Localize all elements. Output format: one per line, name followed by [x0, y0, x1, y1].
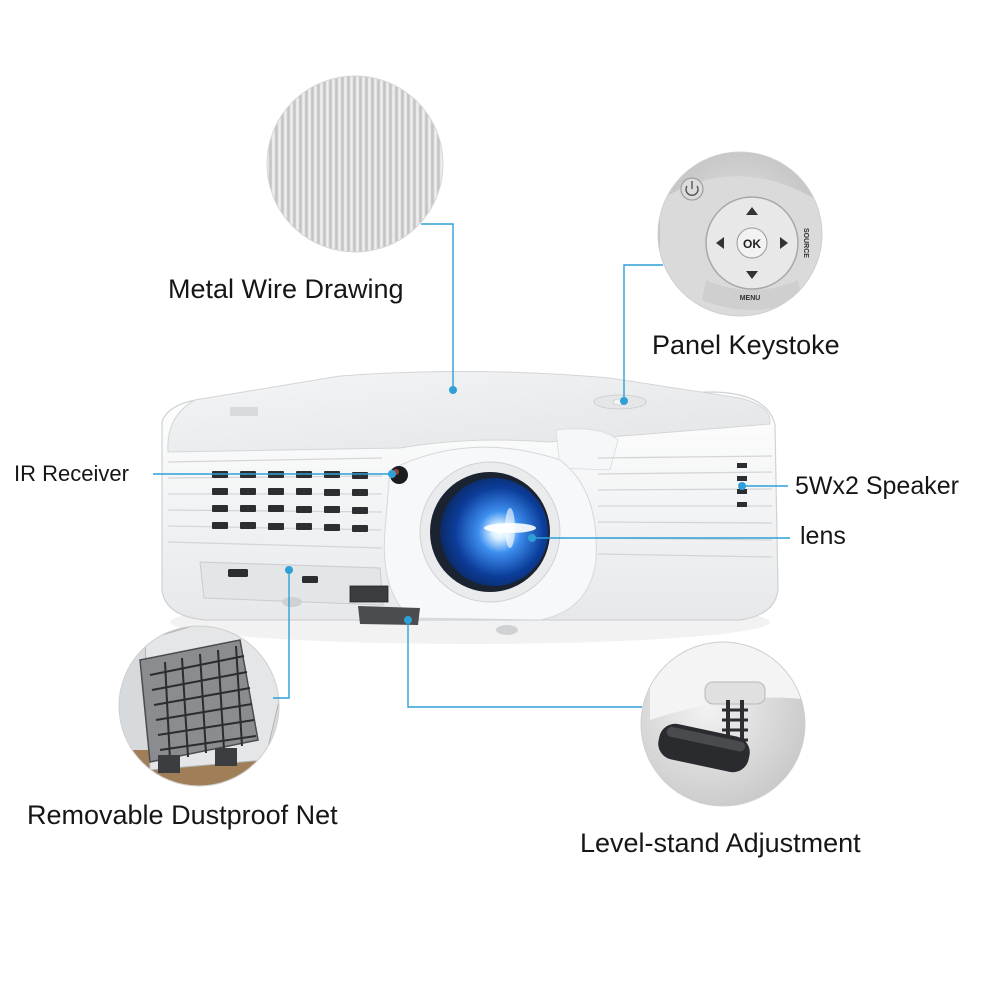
- metal-wire-label: Metal Wire Drawing: [168, 274, 404, 304]
- level-stand-detail: [640, 641, 806, 807]
- leader-lines: [153, 223, 790, 708]
- keypad-ok-text: OK: [743, 237, 761, 251]
- keypad-menu-text: MENU: [740, 295, 761, 302]
- lens: [440, 478, 548, 586]
- panel-keystone-label: Panel Keystoke: [652, 330, 840, 360]
- ir-receiver-label: IR Receiver: [14, 461, 129, 486]
- keypad-source-text: SOURCE: [802, 228, 809, 258]
- projector-top: [167, 370, 771, 453]
- dustproof-net-label: Removable Dustproof Net: [27, 800, 338, 830]
- projector: [161, 370, 779, 644]
- dustproof-net-detail: [118, 625, 280, 787]
- speaker-label: 5Wx2 Speaker: [795, 472, 959, 500]
- panel-keypad-detail: OK MENU SOURCE: [657, 151, 823, 317]
- side-vents: [167, 457, 383, 549]
- callout-dots: [285, 386, 746, 624]
- speaker-vents: [597, 455, 773, 558]
- level-stand-label: Level-stand Adjustment: [580, 828, 861, 858]
- metal-texture-detail: [266, 75, 444, 253]
- lens-label: lens: [800, 522, 846, 550]
